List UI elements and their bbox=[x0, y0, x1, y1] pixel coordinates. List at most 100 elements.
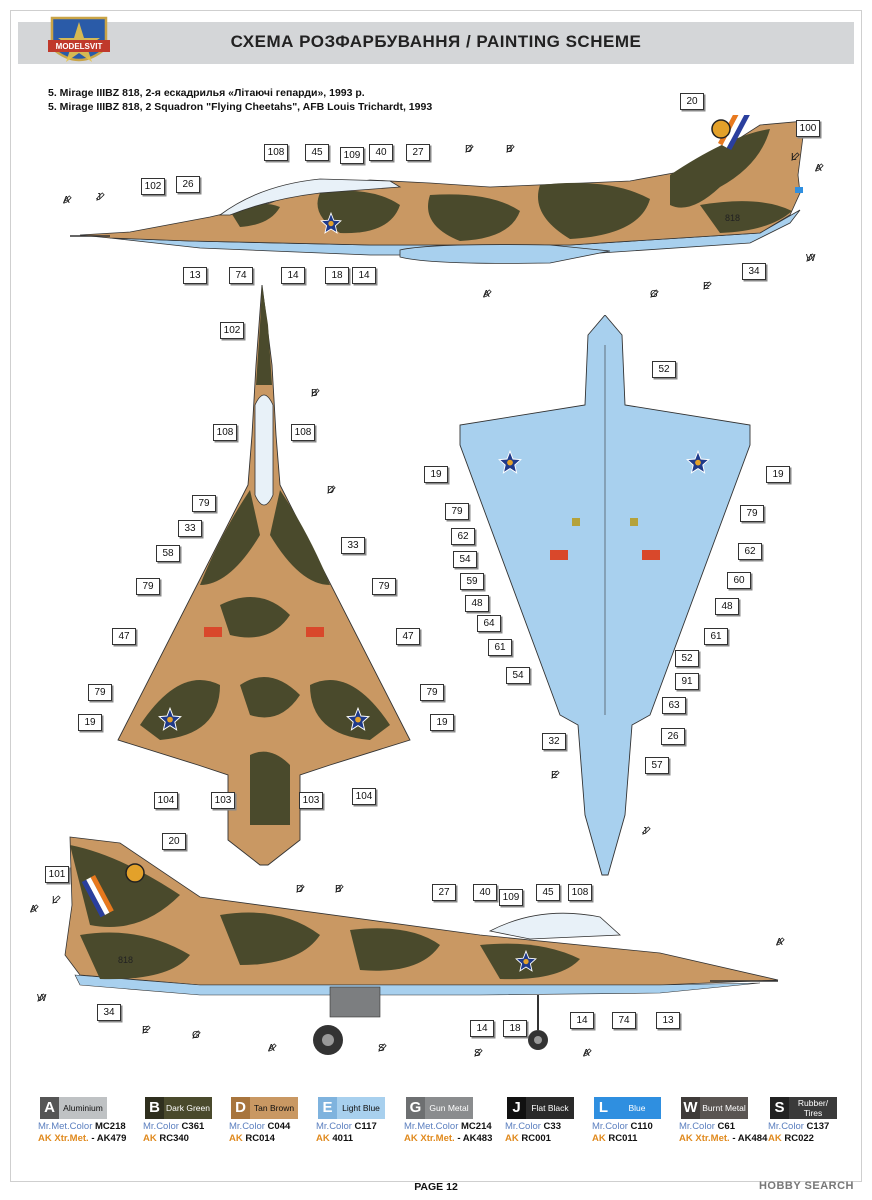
paint-ref: A bbox=[483, 289, 490, 300]
callout: 109 bbox=[340, 147, 364, 164]
paint-ref: J bbox=[642, 826, 647, 837]
callout: 102 bbox=[220, 322, 244, 339]
callout: 108 bbox=[568, 884, 592, 901]
paint-name: Burnt Metal bbox=[700, 1097, 748, 1119]
callout: 48 bbox=[465, 595, 489, 612]
callout: 108 bbox=[291, 424, 315, 441]
callout: 47 bbox=[396, 628, 420, 645]
mr-color-code: Mr.Color C110 bbox=[592, 1121, 653, 1132]
paint-ref: W bbox=[37, 993, 47, 1004]
ak-color-code: AK RC001 bbox=[505, 1133, 551, 1144]
page-number: PAGE 12 bbox=[414, 1181, 458, 1193]
modelsvit-logo: MODELSVIT bbox=[48, 16, 110, 62]
callout: 13 bbox=[183, 267, 207, 284]
paint-name: Dark Green bbox=[164, 1097, 212, 1119]
callout: 62 bbox=[451, 528, 475, 545]
side-view-left: 818 bbox=[70, 115, 806, 264]
paint-letter: W bbox=[681, 1097, 700, 1119]
paint-ref: A bbox=[30, 904, 37, 915]
paint-ref: D bbox=[327, 485, 335, 496]
callout: 40 bbox=[473, 884, 497, 901]
callout: 64 bbox=[477, 615, 501, 632]
instruction-sheet bbox=[10, 10, 862, 1182]
mr-color-code: Mr.Color C361 bbox=[143, 1121, 205, 1132]
callout: 26 bbox=[176, 176, 200, 193]
callout: 45 bbox=[305, 144, 329, 161]
paint-ref: E bbox=[703, 281, 710, 292]
callout: 79 bbox=[740, 505, 764, 522]
callout: 79 bbox=[88, 684, 112, 701]
paint-name: Gun Metal bbox=[425, 1097, 473, 1119]
mr-color-code: Mr.Color C61 bbox=[679, 1121, 735, 1132]
callout: 104 bbox=[352, 788, 376, 805]
ak-color-code: AK RC011 bbox=[592, 1133, 638, 1144]
paint-ref: L bbox=[791, 152, 797, 163]
paint-ref: A bbox=[268, 1043, 275, 1054]
callout: 19 bbox=[424, 466, 448, 483]
ak-color-code: AK 4011 bbox=[316, 1133, 353, 1144]
subtitle-english: 5. Mirage IIIBZ 818, 2 Squadron "Flying … bbox=[48, 101, 433, 113]
paint-ref: A bbox=[776, 937, 783, 948]
page-title: СХЕМА РОЗФАРБУВАННЯ / PAINTING SCHEME bbox=[230, 32, 642, 51]
paint-letter: A bbox=[40, 1097, 59, 1119]
callout: 57 bbox=[645, 757, 669, 774]
callout: 20 bbox=[162, 833, 186, 850]
callout: 103 bbox=[211, 792, 235, 809]
ak-color-code: AK RC022 bbox=[768, 1133, 814, 1144]
paint-ref: A bbox=[63, 195, 70, 206]
callout: 26 bbox=[661, 728, 685, 745]
callout: 19 bbox=[430, 714, 454, 731]
callout: 60 bbox=[727, 572, 751, 589]
callout: 14 bbox=[352, 267, 376, 284]
ak-color-code: AK RC340 bbox=[143, 1133, 189, 1144]
callout: 33 bbox=[178, 520, 202, 537]
callout: 32 bbox=[542, 733, 566, 750]
ak-color-code: AK Xtr.Met. - AK484 bbox=[679, 1133, 768, 1144]
callout: 20 bbox=[680, 93, 704, 110]
callout: 103 bbox=[299, 792, 323, 809]
paint-ref: S bbox=[474, 1048, 481, 1059]
ak-color-code: AK Xtr.Met. - AK483 bbox=[404, 1133, 493, 1144]
paint-ref: A bbox=[815, 163, 822, 174]
subtitle-ukrainian: 5. Mirage IIIBZ 818, 2-я ескадрилья «Літ… bbox=[48, 87, 365, 99]
mr-color-code: Mr.Met.Color MC218 bbox=[38, 1121, 126, 1132]
mr-color-code: Mr.Met.Color MC214 bbox=[404, 1121, 492, 1132]
callout: 18 bbox=[503, 1020, 527, 1037]
paint-ref: A bbox=[583, 1048, 590, 1059]
callout: 52 bbox=[652, 361, 676, 378]
ak-color-code: AK Xtr.Met. - AK479 bbox=[38, 1133, 127, 1144]
paint-ref: E bbox=[551, 770, 558, 781]
paint-letter: D bbox=[231, 1097, 250, 1119]
callout: 54 bbox=[506, 667, 530, 684]
callout: 13 bbox=[656, 1012, 680, 1029]
side-view-right: 818 bbox=[64, 836, 779, 1055]
callout: 61 bbox=[704, 628, 728, 645]
callout: 79 bbox=[136, 578, 160, 595]
callout: 19 bbox=[78, 714, 102, 731]
top-view bbox=[117, 285, 411, 866]
callout: 108 bbox=[213, 424, 237, 441]
paint-letter: J bbox=[507, 1097, 526, 1119]
svg-text:818: 818 bbox=[725, 213, 740, 223]
svg-text:818: 818 bbox=[118, 955, 133, 965]
paint-ref: B bbox=[335, 884, 342, 895]
callout: 34 bbox=[742, 263, 766, 280]
page-header: СХЕМА РОЗФАРБУВАННЯ / PAINTING SCHEME bbox=[18, 22, 854, 64]
callout: 58 bbox=[156, 545, 180, 562]
callout: 48 bbox=[715, 598, 739, 615]
mr-color-code: Mr.Color C044 bbox=[229, 1121, 291, 1132]
mr-color-code: Mr.Color C137 bbox=[768, 1121, 830, 1132]
paint-letter: S bbox=[770, 1097, 789, 1119]
callout: 52 bbox=[675, 650, 699, 667]
